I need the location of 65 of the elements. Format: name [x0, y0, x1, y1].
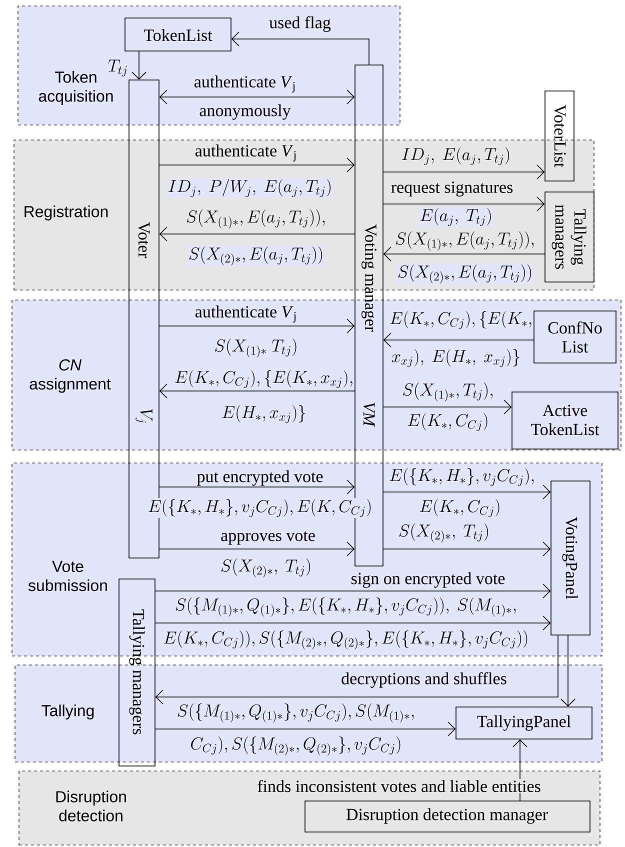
message-label: request signatures	[391, 182, 513, 196]
message-label: $C_{Cj}),S(\{M_{(2)*},Q_{(2)*}\},v_jC_{Cj})$	[189, 736, 403, 757]
arrow	[159, 90, 355, 104]
message-label: $S(\{M_{(1)*},Q_{(1)*}\},E(\{K_*,H_*\},v_jC_{Cj})),\ S(M_{(1)*},$	[176, 598, 516, 617]
arrow	[383, 196, 545, 212]
message-label: used flag	[269, 16, 331, 32]
message-label: $S(X_{(2)*},E(a_j,T_{tj}))$	[187, 246, 325, 266]
arrow	[231, 32, 370, 65]
arrow	[159, 158, 355, 172]
message-label: authenticate V$_{j}$	[196, 144, 296, 162]
arrow	[132, 51, 146, 80]
manager-box: Tallying managers	[544, 192, 594, 282]
arrow	[155, 584, 551, 598]
list-box: TokenList	[124, 18, 232, 52]
message-label: authenticate V$_{j}$	[196, 306, 296, 322]
message-label: decryptions and shuffles	[342, 672, 506, 688]
message-label: $E(K_*,C_{Cj}),\{E(K_*,x_{xj}),$	[175, 370, 352, 388]
arrow	[155, 616, 551, 630]
arrow	[383, 400, 512, 414]
message-label: $E(H_*,x_{xj})\}$	[220, 404, 308, 424]
arrow	[159, 384, 355, 398]
arrow	[159, 226, 355, 242]
message-label: $E(K_*,C_{Cj})$	[406, 412, 490, 432]
message-label: anonymously	[198, 103, 292, 121]
list-box: VoterList	[544, 90, 574, 182]
message-label: $E(\{K_*,H_*\},v_jC_{Cj}),$	[390, 468, 534, 486]
panel-box: VotingPanel	[550, 480, 590, 636]
arrow	[383, 484, 551, 500]
message-label: $S(X_{(1)*}\ T_{tj})$	[213, 338, 299, 358]
arrow	[383, 164, 545, 180]
arrow	[383, 332, 534, 348]
message-label: $x_{xj}),\ E(H_*,\ x_{xj})\}$	[390, 348, 522, 368]
message-label: $E(K_*,C_{Cj})$	[418, 498, 502, 518]
message-label: authenticate V$_{j}$	[194, 76, 295, 92]
message-label: $T_{tj}$	[108, 60, 127, 76]
message-label: $S(X_{(1)*},T_{tj}),$	[403, 382, 493, 402]
arrow	[159, 318, 355, 334]
message-label: put encrypted vote	[197, 470, 323, 486]
list-box: Active TokenList	[512, 392, 618, 450]
message-label: $ID_j,\ E(a_j,T_{tj})$	[402, 147, 510, 166]
arrow	[155, 722, 456, 736]
message-label: $S(X_{(2)*},\ T_{tj})$	[399, 524, 488, 543]
manager-box: Disruption detection manager	[304, 800, 590, 832]
panel-box: TallyingPanel	[456, 706, 592, 740]
message-label: sign on encrypted vote	[352, 572, 505, 588]
arrow	[155, 635, 558, 704]
message-label: $ID_j,\ P/W_j,\ E(a_j,T_{tj})$	[166, 178, 334, 198]
message-label: $S(X_{(1)*},E(a_j,T_{tj})),$	[396, 232, 534, 251]
message-label: $E(K_*,C_{Cj}),\{E(K_*,$	[390, 311, 532, 330]
message-label: $S(X_{(2)*},E(a_j,T_{tj}))$	[396, 264, 534, 284]
message-label: finds inconsistent votes and liable entities	[256, 778, 542, 794]
manager-box: Tallying managers	[118, 578, 156, 766]
message-label: $E(K_*,C_{Cj})),S(\{M_{(2)*},Q_{(2)*}\},E(\{K_*,H_*\},v_jC_{Cj}))$	[162, 630, 530, 650]
message-label: $S(\{M_{(1)*},Q_{(1)*}\},v_jC_{Cj}),S(M_{(1)*},$	[178, 704, 414, 723]
arrow	[383, 246, 545, 262]
message-label: $E(a_j,\ T_{tj})$	[418, 207, 494, 227]
arrow	[560, 635, 576, 707]
message-label: $S(X_{(2)*},\ T_{tj})$	[219, 558, 313, 578]
message-label: approves vote	[221, 531, 315, 545]
list-box: ConfNo List	[534, 310, 616, 364]
arrow	[383, 542, 551, 556]
arrow	[159, 542, 355, 556]
arrow	[159, 480, 355, 494]
message-label: $S(X_{(1)*},E(a_j,T_{tj})),$	[186, 210, 325, 229]
message-label: $E(\{K_*,H_*\},v_jC_{Cj}),E(K,C_{Cj})$	[146, 498, 374, 518]
